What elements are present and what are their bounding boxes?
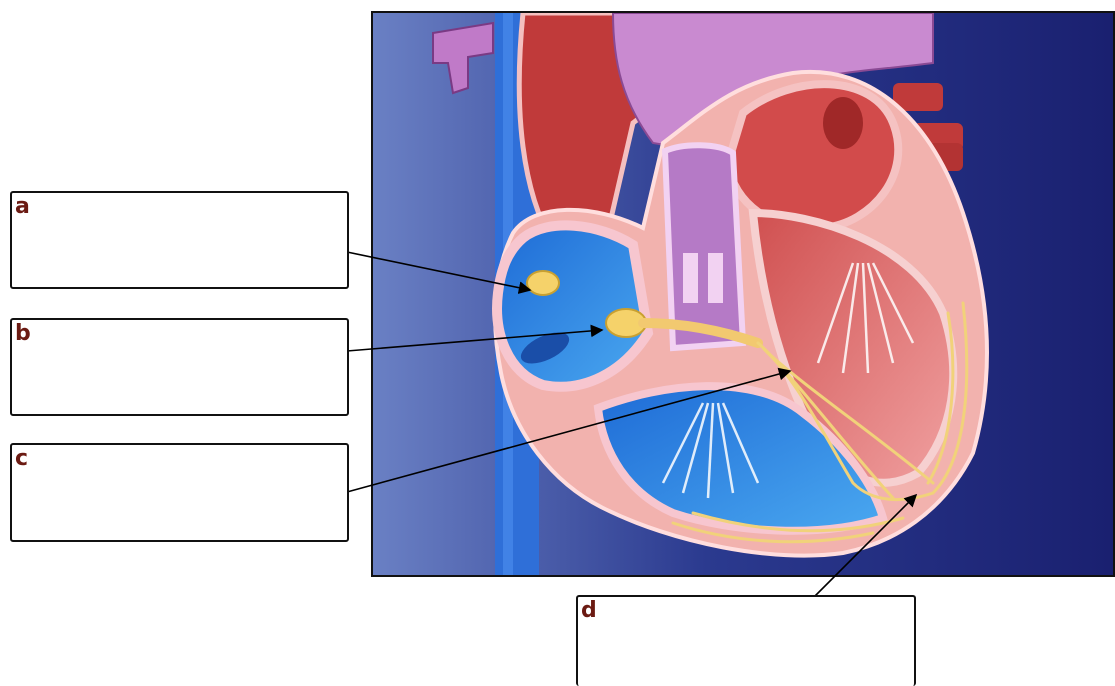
heart-illustration xyxy=(371,11,1115,577)
label-letter-d: d xyxy=(581,599,597,623)
label-box-c[interactable]: c xyxy=(10,443,349,542)
label-letter-c: c xyxy=(15,447,28,471)
label-box-d[interactable]: d xyxy=(576,595,916,686)
label-letter-b: b xyxy=(15,322,31,346)
label-box-b[interactable]: b xyxy=(10,318,349,416)
label-box-a[interactable]: a xyxy=(10,191,349,289)
label-letter-a: a xyxy=(15,195,30,219)
